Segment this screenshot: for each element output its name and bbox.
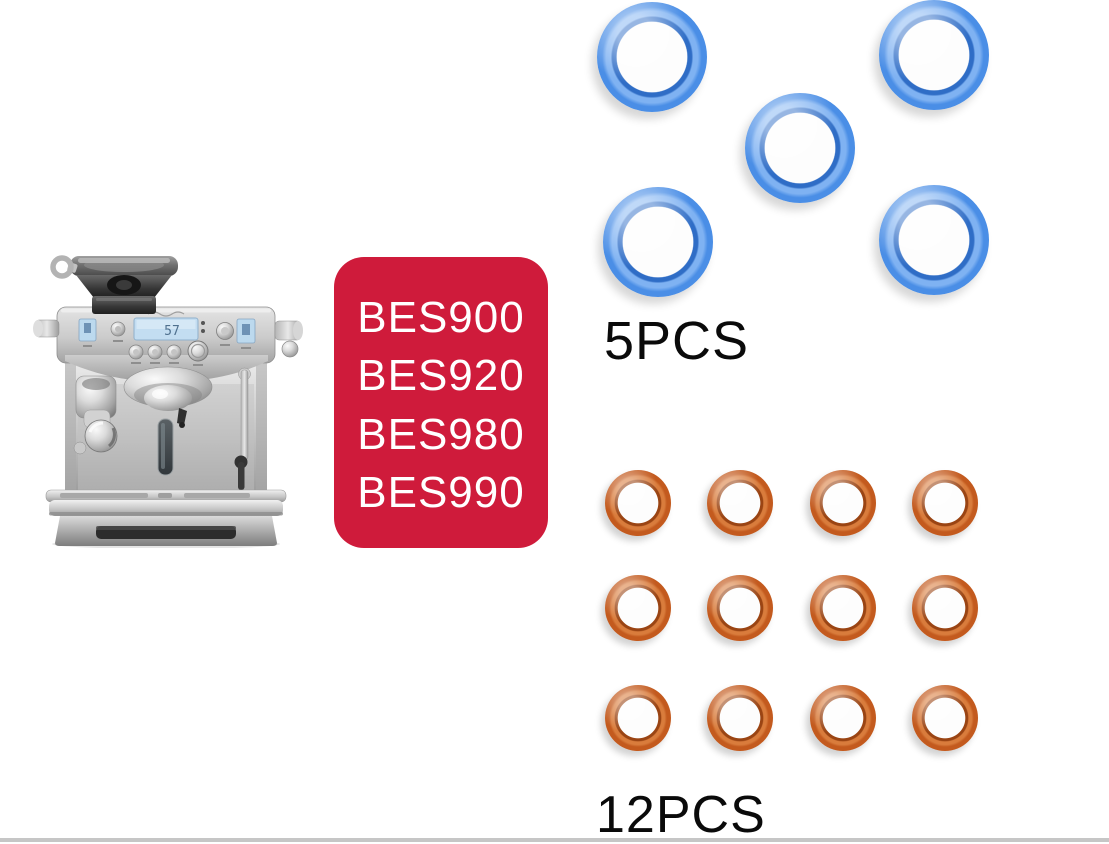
orange-oring bbox=[810, 470, 876, 536]
orange-oring bbox=[707, 685, 773, 751]
left-side-knob bbox=[33, 319, 60, 338]
blue-oring bbox=[879, 0, 989, 110]
group-head bbox=[123, 366, 213, 428]
right-display bbox=[236, 318, 256, 349]
bean-hopper bbox=[70, 256, 178, 314]
lcd-value: 57 bbox=[164, 324, 180, 339]
model-label: BES990 bbox=[357, 468, 525, 518]
orange-oring bbox=[605, 470, 671, 536]
hang-loop bbox=[50, 255, 78, 279]
water-level-window bbox=[157, 418, 174, 476]
blue-oring bbox=[745, 93, 855, 203]
left-display bbox=[78, 318, 97, 347]
right-steam-wand bbox=[234, 367, 251, 490]
blue-oring bbox=[603, 187, 713, 297]
model-label: BES920 bbox=[357, 351, 525, 401]
machine-base bbox=[55, 516, 277, 546]
main-lcd-display: 57 bbox=[133, 317, 199, 341]
espresso-machine-illustration: 57 bbox=[33, 255, 303, 548]
orange-oring bbox=[912, 470, 978, 536]
blue-kit-count-label: 5PCS bbox=[604, 311, 750, 371]
blue-oring bbox=[879, 185, 989, 295]
orange-oring bbox=[810, 575, 876, 641]
left-steam-wand bbox=[73, 375, 118, 455]
orange-oring bbox=[605, 685, 671, 751]
drip-tray bbox=[45, 489, 287, 516]
model-label: BES900 bbox=[357, 292, 525, 342]
orange-oring bbox=[912, 575, 978, 641]
bottom-divider bbox=[0, 838, 1109, 842]
compatibility-badge: BES900 BES920 BES980 BES990 bbox=[334, 257, 548, 548]
orange-oring bbox=[912, 685, 978, 751]
blue-oring bbox=[597, 2, 707, 112]
control-buttons bbox=[110, 321, 234, 366]
orange-oring bbox=[707, 470, 773, 536]
model-label: BES980 bbox=[357, 409, 525, 459]
orange-kit-count-label: 12PCS bbox=[596, 786, 766, 844]
orange-oring bbox=[605, 575, 671, 641]
right-side-knob bbox=[274, 320, 303, 358]
orange-oring bbox=[810, 685, 876, 751]
orange-oring bbox=[707, 575, 773, 641]
